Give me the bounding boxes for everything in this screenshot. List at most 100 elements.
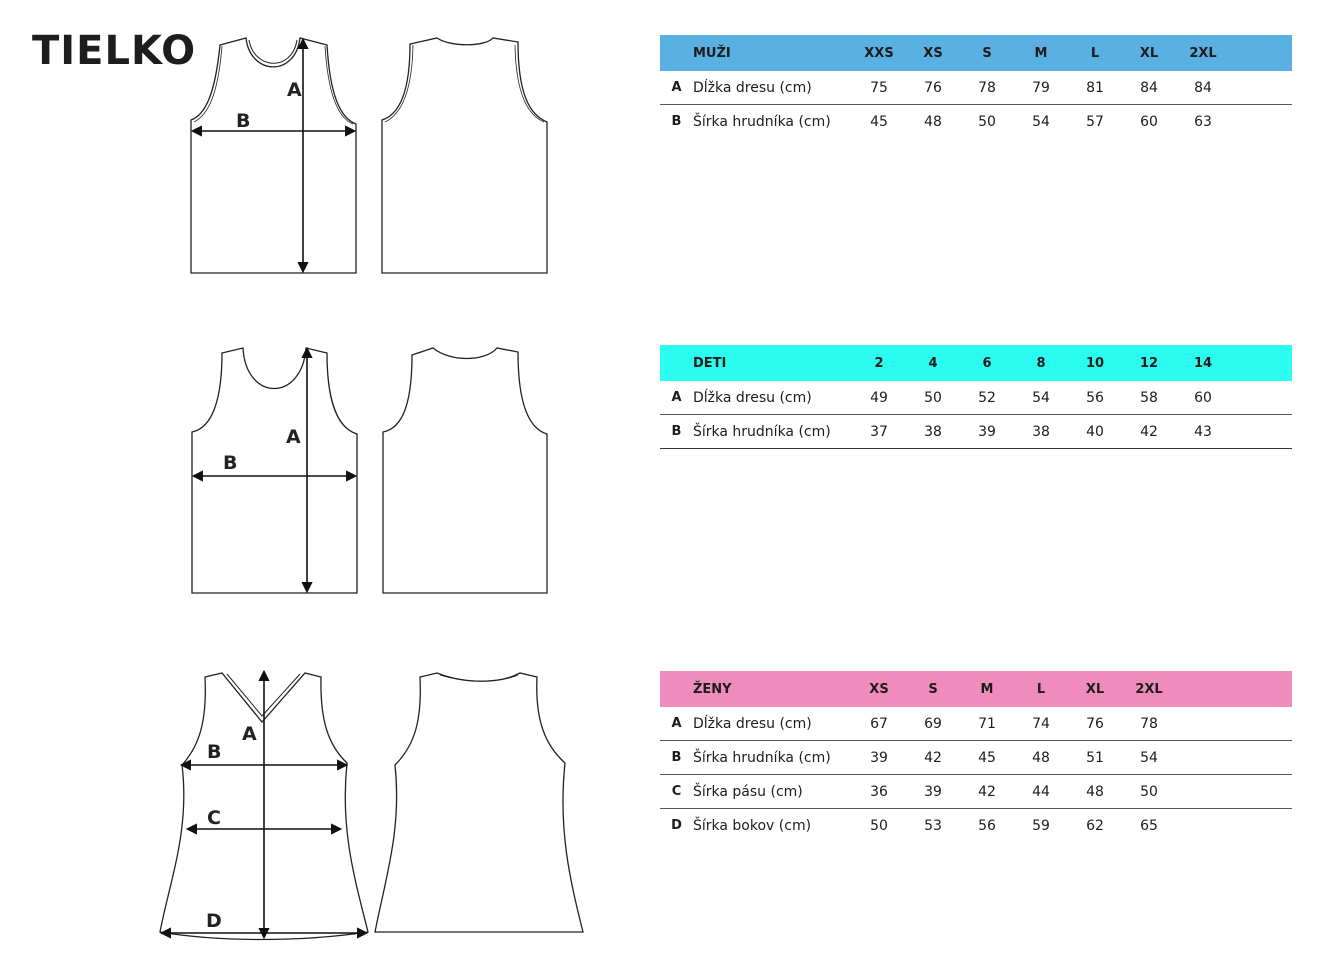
table-cell: 63 [1194, 113, 1212, 130]
row-code: B [671, 424, 682, 439]
table-row: A Dĺžka dresu (cm) 75 76 78 79 81 84 84 [660, 71, 1292, 105]
size-header: 14 [1193, 355, 1213, 371]
table-cell: 78 [978, 79, 996, 96]
row-label: Šírka hrudníka (cm) [693, 113, 831, 130]
table-cell: 54 [1032, 113, 1050, 130]
table-cell: 45 [978, 749, 996, 766]
women-label-b: B [207, 741, 221, 763]
table-row: C Šírka pásu (cm) 36 39 42 44 48 50 [660, 775, 1292, 809]
table-cell: 37 [870, 423, 888, 440]
table-cell: 38 [1032, 423, 1050, 440]
women-size-headers: XS S M L XL 2XL [852, 682, 1176, 697]
row-code: A [671, 716, 682, 731]
table-cell: 56 [978, 817, 996, 834]
row-label: Šírka hrudníka (cm) [693, 423, 831, 440]
table-cell: 42 [1140, 423, 1158, 440]
row-label: Šírka hrudníka (cm) [693, 749, 831, 766]
table-cell: 78 [1140, 715, 1158, 732]
table-row: B Šírka hrudníka (cm) 37 38 39 38 40 42 … [660, 415, 1292, 449]
row-label: Šírka bokov (cm) [693, 817, 812, 834]
men-label-a: A [287, 79, 302, 101]
size-header: 10 [1085, 355, 1105, 371]
size-header: 2XL [1135, 681, 1163, 697]
table-cell: 50 [978, 113, 996, 130]
table-cell: 54 [1032, 389, 1050, 406]
row-code: B [671, 114, 682, 129]
table-cell: 48 [924, 113, 942, 130]
men-group-label: MUŽI [693, 45, 731, 61]
women-tank-back [374, 672, 584, 933]
size-header: XL [1139, 45, 1159, 61]
table-cell: 79 [1032, 79, 1050, 96]
men-size-table: MUŽI XXS XS S M L XL 2XL A Dĺžka dresu (… [660, 35, 1292, 138]
size-header: 2XL [1189, 45, 1217, 61]
table-cell: 42 [924, 749, 942, 766]
men-size-headers: XXS XS S M L XL 2XL [852, 46, 1230, 61]
table-cell: 67 [870, 715, 888, 732]
table-row: D Šírka bokov (cm) 50 53 56 59 62 65 [660, 809, 1292, 842]
table-cell: 39 [978, 423, 996, 440]
table-cell: 39 [870, 749, 888, 766]
size-header: XXS [864, 45, 894, 61]
size-header: M [980, 681, 994, 697]
men-tank-front [190, 37, 357, 274]
size-header: 8 [1036, 355, 1046, 371]
kids-group-label: DETI [693, 355, 727, 371]
table-cell: 74 [1032, 715, 1050, 732]
size-header: S [982, 45, 992, 61]
size-header: 12 [1139, 355, 1159, 371]
women-label-a: A [242, 723, 257, 745]
size-header: XL [1085, 681, 1105, 697]
table-cell: 59 [1032, 817, 1050, 834]
size-header: 2 [874, 355, 884, 371]
row-code: C [671, 784, 682, 799]
page-title: TIELKO [32, 28, 197, 74]
table-cell: 36 [870, 783, 888, 800]
size-header: L [1036, 681, 1046, 697]
table-cell: 38 [924, 423, 942, 440]
women-size-table: ŽENY XS S M L XL 2XL A Dĺžka dresu (cm) … [660, 671, 1292, 842]
row-code: A [671, 390, 682, 405]
table-cell: 62 [1086, 817, 1104, 834]
row-code: A [671, 80, 682, 95]
table-cell: 45 [870, 113, 888, 130]
kids-size-table: DETI 2 4 6 8 10 12 14 A Dĺžka dresu (cm)… [660, 345, 1292, 449]
table-cell: 60 [1194, 389, 1212, 406]
table-cell: 56 [1086, 389, 1104, 406]
table-cell: 50 [870, 817, 888, 834]
row-label: Dĺžka dresu (cm) [693, 715, 812, 732]
table-cell: 49 [870, 389, 888, 406]
table-cell: 52 [978, 389, 996, 406]
men-label-b: B [236, 110, 250, 132]
size-header: L [1090, 45, 1100, 61]
table-cell: 84 [1194, 79, 1212, 96]
table-cell: 76 [1086, 715, 1104, 732]
table-cell: 81 [1086, 79, 1104, 96]
women-label-d: D [206, 910, 222, 932]
table-cell: 48 [1086, 783, 1104, 800]
kids-size-headers: 2 4 6 8 10 12 14 [852, 356, 1230, 371]
table-cell: 69 [924, 715, 942, 732]
table-row: A Dĺžka dresu (cm) 49 50 52 54 56 58 60 [660, 381, 1292, 415]
table-cell: 50 [924, 389, 942, 406]
women-group-label: ŽENY [693, 681, 732, 697]
size-header: S [928, 681, 938, 697]
table-cell: 40 [1086, 423, 1104, 440]
size-header: XS [869, 681, 889, 697]
table-row: B Šírka hrudníka (cm) 45 48 50 54 57 60 … [660, 105, 1292, 138]
row-code: B [671, 750, 682, 765]
table-cell: 42 [978, 783, 996, 800]
row-label: Dĺžka dresu (cm) [693, 389, 812, 406]
table-cell: 58 [1140, 389, 1158, 406]
size-header: 6 [982, 355, 992, 371]
women-tank-front [159, 669, 369, 941]
kids-table-header: DETI 2 4 6 8 10 12 14 [660, 345, 1292, 381]
table-cell: 51 [1086, 749, 1104, 766]
table-cell: 43 [1194, 423, 1212, 440]
table-row: A Dĺžka dresu (cm) 67 69 71 74 76 78 [660, 707, 1292, 741]
table-cell: 57 [1086, 113, 1104, 130]
table-cell: 65 [1140, 817, 1158, 834]
kids-tank-back [382, 347, 548, 594]
row-label: Šírka pásu (cm) [693, 783, 803, 800]
